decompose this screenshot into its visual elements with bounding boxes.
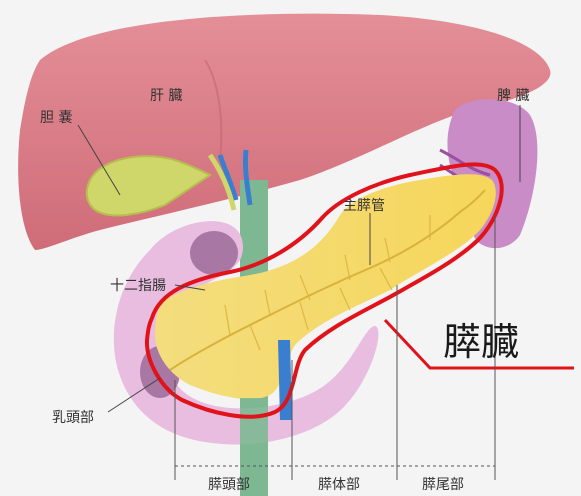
duodenum-opening: [190, 231, 238, 275]
main-duct-label: 主膵管: [343, 198, 385, 214]
gallbladder-label: 胆 嚢: [40, 110, 72, 126]
duodenum-label: 十二指腸: [110, 278, 166, 294]
spleen-label: 脾 臓: [497, 88, 529, 104]
pancreas-tail-label: 膵尾部: [422, 477, 464, 493]
pancreas-head-label: 膵頭部: [208, 477, 250, 493]
pancreas-body-label: 膵体部: [318, 477, 360, 493]
liver-label: 肝 臓: [150, 88, 182, 104]
papilla-label: 乳頭部: [52, 410, 94, 426]
pancreas-label: 膵臓: [443, 320, 519, 364]
pancreas-shape: [155, 174, 496, 399]
